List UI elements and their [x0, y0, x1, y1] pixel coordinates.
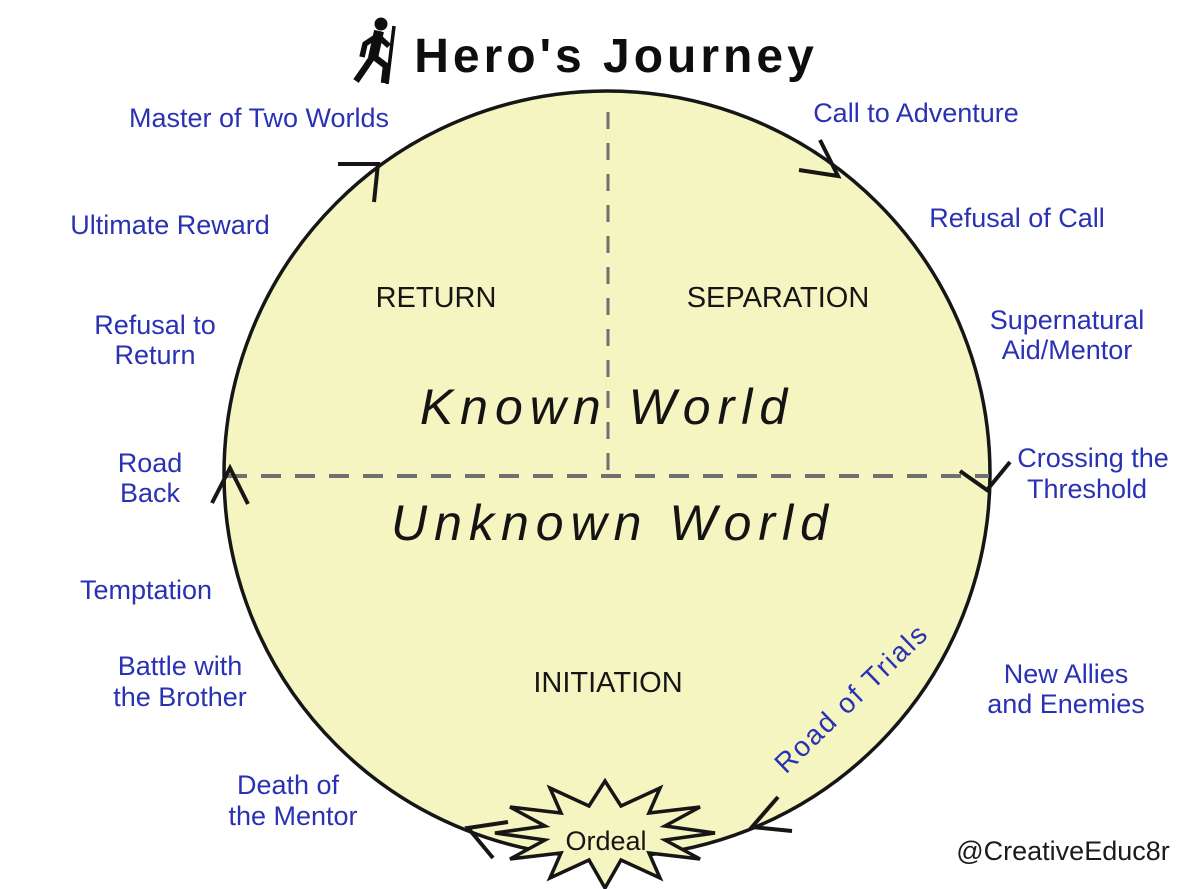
- flow-arrow-top-left-icon: [338, 162, 381, 203]
- stage-supernatural-aid-line2: Aid/Mentor: [1002, 335, 1133, 365]
- phase-initiation-label: INITIATION: [533, 667, 682, 699]
- stage-refusal-of-call: Refusal of Call: [929, 203, 1105, 233]
- flow-arrow-top-right-icon: [798, 139, 842, 179]
- page-title: Hero's Journey: [414, 30, 818, 83]
- stage-road-back-line1: Road: [118, 448, 183, 478]
- known-world-label: Known World: [420, 379, 794, 435]
- stage-call-to-adventure: Call to Adventure: [813, 98, 1019, 128]
- ordeal-starburst: [494, 777, 716, 889]
- stage-death-of-mentor-line2: the Mentor: [228, 801, 357, 831]
- stage-crossing-threshold-line2: Threshold: [1027, 474, 1147, 504]
- stage-temptation: Temptation: [80, 575, 212, 605]
- flow-arrow-bottom-left-icon: [464, 820, 509, 860]
- flow-arrow-bottom-right-icon: [747, 795, 793, 833]
- flow-arrow-left-icon: [210, 463, 250, 505]
- stage-road-back-line2: Back: [120, 478, 181, 508]
- credit-handle: @CreativeEduc8r: [956, 836, 1170, 866]
- stage-supernatural-aid-line1: Supernatural: [990, 305, 1145, 335]
- phase-return-label: RETURN: [376, 282, 497, 314]
- stage-ultimate-reward: Ultimate Reward: [70, 210, 270, 240]
- ordeal-label: Ordeal: [565, 826, 646, 856]
- stage-new-allies-line1: New Allies: [1004, 659, 1129, 689]
- stage-crossing-threshold-line1: Crossing the: [1017, 443, 1169, 473]
- stage-master-of-two-worlds: Master of Two Worlds: [129, 103, 389, 133]
- stage-death-of-mentor-line1: Death of: [237, 770, 340, 800]
- stage-refusal-to-return-line2: Return: [114, 340, 195, 370]
- unknown-world-label: Unknown World: [391, 495, 835, 551]
- stage-battle-with-brother-line2: the Brother: [113, 682, 247, 712]
- stage-refusal-to-return-line1: Refusal to: [94, 310, 216, 340]
- flow-arrow-right-icon: [958, 460, 1012, 493]
- hiker-icon: [353, 17, 396, 85]
- phase-separation-label: SEPARATION: [687, 282, 870, 314]
- stage-battle-with-brother-line1: Battle with: [118, 651, 243, 681]
- stage-new-allies-line2: and Enemies: [987, 689, 1145, 719]
